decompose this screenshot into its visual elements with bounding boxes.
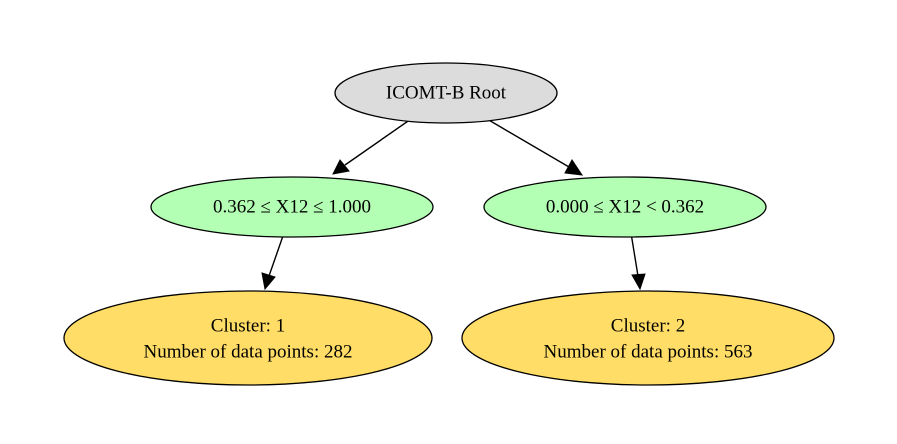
edge-split-1-to-leaf-1 <box>261 232 285 291</box>
split-node-1: 0.362 ≤ X12 ≤ 1.000 <box>150 176 434 238</box>
root-node-ellipse <box>334 62 558 124</box>
root-node: ICOMT-B Root <box>334 62 558 124</box>
edge-split-2-to-leaf-2 <box>630 232 646 291</box>
split-node-2: 0.000 ≤ X12 < 0.362 <box>483 176 767 238</box>
split-node-2-label: 0.000 ≤ X12 < 0.362 <box>546 197 704 218</box>
leaf-node-1: Cluster: 1 Number of data points: 282 <box>63 290 433 386</box>
leaf-node-1-cluster: Cluster: 1 <box>211 316 285 337</box>
leaf-node-2-ellipse <box>461 290 835 386</box>
leaf-node-2: Cluster: 2 Number of data points: 563 <box>461 290 835 386</box>
leaf-node-2-cluster: Cluster: 2 <box>611 316 685 337</box>
leaf-node-1-ellipse <box>63 290 433 386</box>
leaf-node-2-count: Number of data points: 563 <box>544 342 753 363</box>
leaf-node-1-count: Number of data points: 282 <box>144 342 353 363</box>
edges <box>261 118 646 291</box>
edge-root-to-split-2 <box>486 118 584 176</box>
root-node-label: ICOMT-B Root <box>386 83 507 104</box>
split-node-1-ellipse <box>150 176 434 238</box>
split-node-2-ellipse <box>483 176 767 238</box>
split-node-1-label: 0.362 ≤ X12 ≤ 1.000 <box>213 197 371 218</box>
edge-root-to-split-1 <box>332 118 412 175</box>
